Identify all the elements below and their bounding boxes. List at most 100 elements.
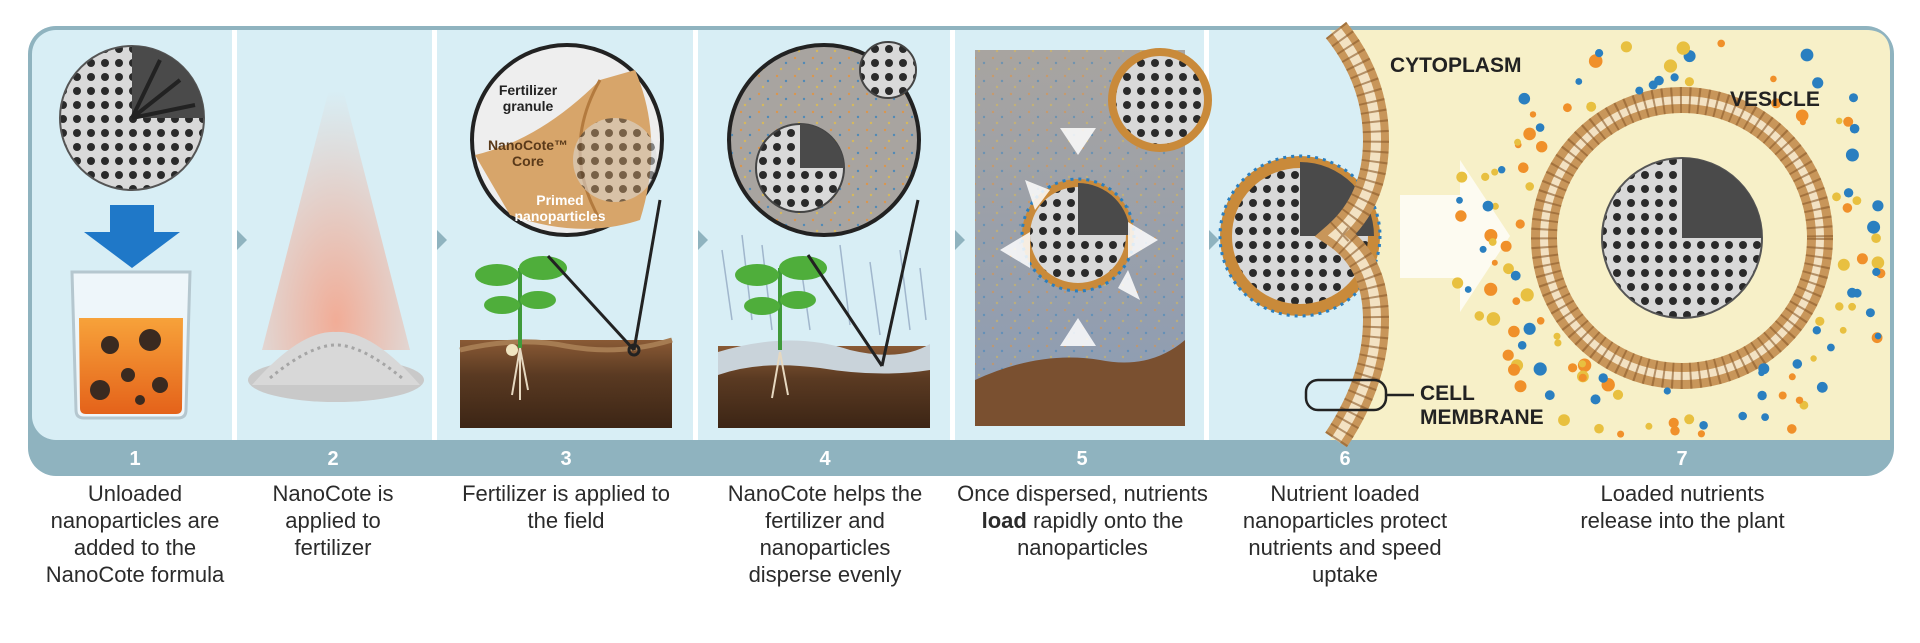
step-caption-3: Fertilizer is applied to the field xyxy=(462,481,670,533)
nutrient-dot xyxy=(1508,325,1520,338)
nutrient-dot xyxy=(1697,430,1705,438)
nutrient-dot xyxy=(1612,389,1624,400)
nutrient-dot xyxy=(1795,109,1809,123)
nutrient-dot xyxy=(1586,101,1597,112)
nutrient-dot xyxy=(1500,240,1512,252)
nutrient-dot xyxy=(1799,119,1806,126)
nutrient-dot xyxy=(1654,75,1664,86)
nutrient-dot xyxy=(1517,341,1527,350)
nutrient-dot xyxy=(1563,103,1572,113)
nutrient-dot xyxy=(1456,196,1463,204)
nutrient-dot xyxy=(1670,426,1680,436)
nutrient-dot xyxy=(1525,182,1534,191)
panel-dividers xyxy=(232,30,1209,440)
nutrient-dot xyxy=(1488,238,1497,246)
nutrient-dot xyxy=(1663,387,1671,395)
nutrient-dot xyxy=(1474,311,1485,321)
nutrient-dot xyxy=(1684,77,1694,87)
nutrient-dot xyxy=(1535,123,1545,132)
nutrient-dot xyxy=(1533,362,1547,376)
nutrient-dot xyxy=(1491,259,1498,266)
nutrient-dot xyxy=(1594,423,1604,434)
inward-arrows-icon xyxy=(1000,128,1158,346)
nutrient-dot xyxy=(1617,430,1625,438)
label-vesicle: VESICLE xyxy=(1730,88,1820,111)
nutrient-dot xyxy=(1865,308,1875,318)
nutrient-dot xyxy=(1514,380,1527,393)
nutrient-dot xyxy=(1788,373,1796,381)
step-number-2: 2 xyxy=(327,448,338,470)
nutrient-dot xyxy=(1554,339,1562,347)
caption-5-post: rapidly onto the nanoparticles xyxy=(1017,508,1184,560)
nutrient-dot xyxy=(1874,332,1882,340)
nutrient-dot xyxy=(1520,288,1534,302)
nutrient-dot xyxy=(1568,363,1578,373)
step-number-5: 5 xyxy=(1076,448,1087,470)
nutrient-dot xyxy=(1508,363,1520,376)
step-numbers: 1 2 3 4 5 6 7 xyxy=(129,448,1687,470)
nutrient-dot xyxy=(1503,263,1514,275)
nutrient-dot xyxy=(1758,363,1770,375)
nutrient-dot xyxy=(1815,316,1825,326)
nutrient-dot xyxy=(1455,210,1467,222)
nutrient-dot xyxy=(1512,297,1521,305)
nutrient-dot xyxy=(1843,188,1854,198)
nutrient-dot xyxy=(1484,282,1498,296)
step6-illustration xyxy=(1218,21,1510,448)
nutrient-dot xyxy=(1871,256,1885,270)
nutrient-dot xyxy=(1515,219,1525,229)
step-caption-4: NanoCote helps the fertilizer and nanopa… xyxy=(727,481,923,587)
nutrient-dot xyxy=(1800,48,1814,62)
caption-5-bold: load xyxy=(981,508,1027,533)
step-caption-1: Unloaded nanoparticles are added to the … xyxy=(45,481,225,587)
nutrient-dot xyxy=(1849,123,1860,134)
nutrient-dot xyxy=(1832,192,1841,202)
soil-block xyxy=(460,340,672,428)
nutrient-dot xyxy=(1849,93,1858,103)
nutrient-dot xyxy=(1479,245,1487,253)
nutrient-dot xyxy=(1498,166,1506,174)
nutrient-dot xyxy=(1491,168,1499,176)
nutrient-dot xyxy=(1717,39,1725,48)
nutrient-dot xyxy=(1578,373,1587,382)
nutrient-dot xyxy=(1553,332,1561,340)
nutrient-dot xyxy=(1848,302,1856,311)
plant-icon-2 xyxy=(735,256,827,399)
nutrient-dot xyxy=(1761,413,1769,421)
nutrient-dot xyxy=(1620,41,1632,53)
nutrient-dot xyxy=(1757,390,1767,401)
nutrient-dot xyxy=(1635,86,1644,95)
nutrient-dot xyxy=(1872,200,1884,212)
step-number-6: 6 xyxy=(1339,448,1350,470)
nutrient-dot xyxy=(1827,343,1835,352)
nutrient-dot xyxy=(1816,381,1828,393)
nutrient-dot xyxy=(1839,326,1847,334)
spray-cone xyxy=(262,62,410,350)
nutrient-dot xyxy=(1845,148,1859,162)
nutrient-dot xyxy=(1867,220,1881,234)
nutrient-dot xyxy=(1738,411,1747,421)
nutrient-dot xyxy=(1770,75,1777,83)
step7-illustration xyxy=(1452,39,1886,438)
nutrient-dot xyxy=(1778,391,1787,400)
nutrient-dot xyxy=(1872,267,1881,277)
step2-illustration xyxy=(248,62,424,402)
nutrient-dot xyxy=(1810,355,1817,362)
nutrient-dot xyxy=(1645,422,1653,430)
nutrient-dot xyxy=(1578,360,1586,368)
nutrient-dots xyxy=(1452,39,1886,438)
step-number-3: 3 xyxy=(560,448,571,470)
nutrient-dot xyxy=(1482,200,1494,212)
nutrient-dot xyxy=(1456,171,1468,183)
nutrient-dot xyxy=(1852,196,1862,206)
divider-arrows xyxy=(237,230,1219,250)
nutrient-dot xyxy=(1792,359,1803,369)
step-number-7: 7 xyxy=(1676,448,1687,470)
nutrient-dot xyxy=(1536,141,1548,153)
uptake-arrow-icon xyxy=(1400,160,1510,312)
